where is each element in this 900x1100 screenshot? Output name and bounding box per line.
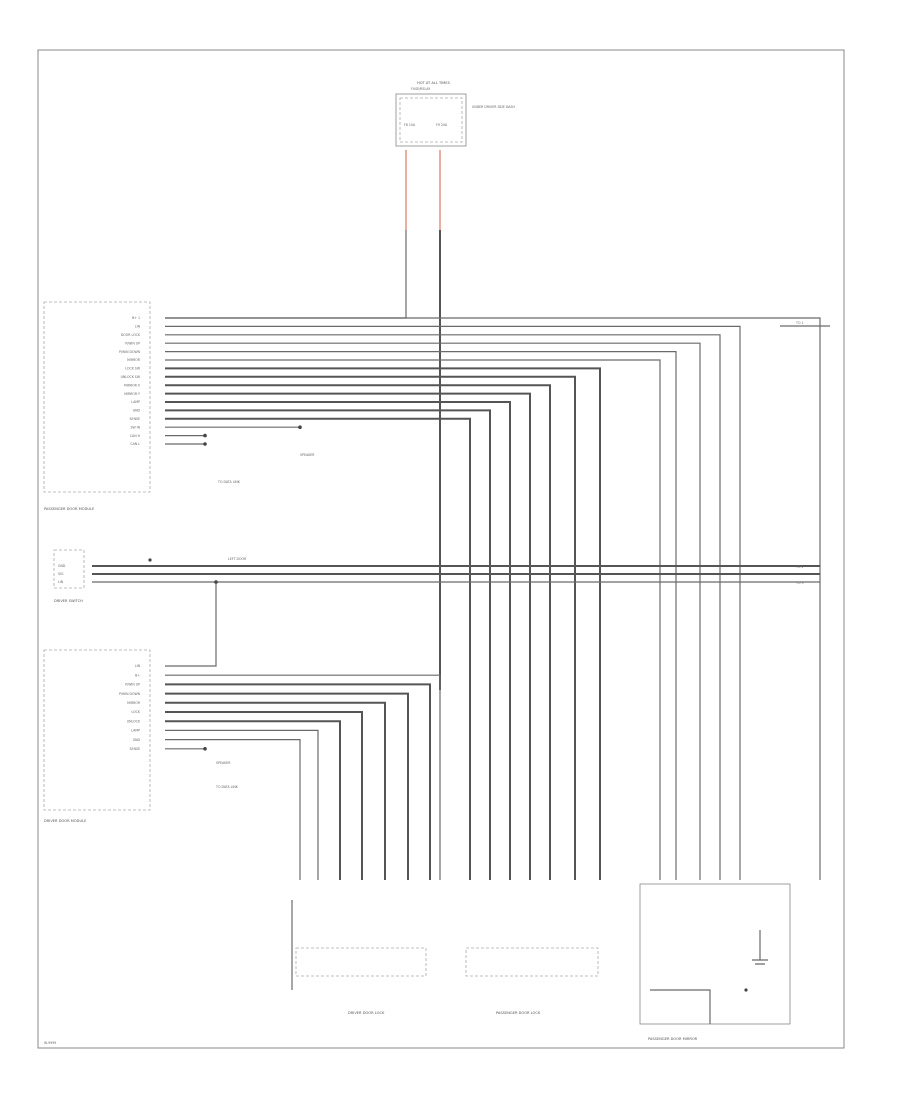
fuse-label: F9 20A <box>436 123 448 127</box>
pin-label: P/WIN DOWN <box>119 350 141 354</box>
harness-wire <box>165 409 491 880</box>
splice-dot <box>203 747 207 751</box>
pin-label: LAMP <box>131 400 140 404</box>
harness-wire <box>165 692 409 880</box>
harness-wire <box>165 392 531 880</box>
fuse-box-outline <box>395 93 467 147</box>
pin-label: SIG <box>58 572 64 576</box>
pin-label: GND <box>133 738 141 742</box>
pin-label: MIRROR <box>127 358 141 362</box>
harness-wire <box>165 711 363 880</box>
pin-label: SENSE <box>130 417 140 421</box>
fuse-box-note: UNDER DRIVER SIDE DASH <box>472 105 515 109</box>
passenger-module-note: SPEAKER <box>300 453 315 457</box>
driver-switch: GND SIG LIN DRIVER SWITCH LEFT DOOR <box>53 549 247 603</box>
harness-wire <box>165 720 341 880</box>
passenger-module-title: PASSENGER DOOR MODULE <box>44 507 95 511</box>
driver-door-lock: DRIVER DOOR LOCK <box>291 900 427 1015</box>
harness-wire <box>165 359 661 880</box>
harness-wire <box>165 384 551 880</box>
harness-wire <box>165 367 601 880</box>
driver-door-module: LIN B+ P/WIN UP P/WIN DOWN MIRROR LOCK UNLOCK L… <box>43 649 239 823</box>
pin-label: LIN <box>58 580 64 584</box>
driver-lock-label: DRIVER DOOR LOCK <box>348 1011 385 1015</box>
edge-label: TO 3 <box>795 581 804 585</box>
harness-wire <box>165 401 511 880</box>
pin-label: LAMP <box>131 729 140 733</box>
fuse-box: HOT AT ALL TIMES FUSE/RELAY F8 10A F9 20… <box>395 81 515 147</box>
page-id: W-9999 <box>44 1041 56 1045</box>
pin-label: P/WIN UP <box>125 341 140 345</box>
pin-label: P/WIN DOWN <box>119 692 141 696</box>
pin-label: P/WIN UP <box>125 683 140 687</box>
harness-wire <box>165 729 319 880</box>
splice-dot <box>298 425 302 430</box>
harness-wire <box>165 325 741 880</box>
pin-label: MIRROR Y <box>124 392 140 396</box>
pin-label: LIN <box>135 325 141 329</box>
fuse-label: F8 10A <box>404 123 416 127</box>
splice-dot <box>203 433 207 438</box>
switch-title: DRIVER SWITCH <box>54 599 83 603</box>
harness-wire <box>165 317 821 880</box>
pin-label: SW IN <box>130 425 140 429</box>
passenger-lock-label: PASSENGER DOOR LOCK <box>496 1011 541 1015</box>
harness-wire <box>165 375 576 880</box>
pin-label: LOCK SW <box>125 367 141 371</box>
pin-label: UNLOCK <box>127 719 141 723</box>
pin-label: LIN <box>135 664 141 668</box>
pin-label: LOCK <box>132 710 141 714</box>
pin-label: SENSE <box>130 747 140 751</box>
pin-label: GND <box>133 409 141 413</box>
passenger-door-mirror: PASSENGER DOOR MIRROR <box>639 883 791 1041</box>
edge-label: TO 2 <box>795 565 804 569</box>
driver-module-title: DRIVER DOOR MODULE <box>44 819 87 823</box>
passenger-door-module: B+ 1 LIN DOOR LOCK P/WIN UP P/WIN DOWN MIRROR… <box>43 301 315 511</box>
fuse-box-title: HOT AT ALL TIMES <box>417 81 451 85</box>
driver-module-note: SPEAKER <box>216 761 231 765</box>
diagram-frame <box>37 49 845 1049</box>
passenger-door-lock: PASSENGER DOOR LOCK <box>465 947 599 1015</box>
driver-module-note: TO DATA LINK <box>215 785 239 789</box>
pin-label: CAN H <box>130 434 141 438</box>
harness-wire <box>165 417 471 880</box>
harness-wire <box>165 683 431 880</box>
pin-label: MIRROR X <box>124 383 141 387</box>
pin-label: B+ <box>135 673 140 677</box>
harness-wire <box>165 351 677 880</box>
mirror-label: PASSENGER DOOR MIRROR <box>648 1037 698 1041</box>
pin-label: B+ 1 <box>132 316 140 320</box>
pin-label: MIRROR <box>127 701 141 705</box>
harness-wire <box>165 334 721 880</box>
edge-label: TO 1 <box>795 321 804 325</box>
harness-wire <box>165 739 301 880</box>
splice-dot <box>203 442 207 446</box>
harness-wire <box>165 342 701 880</box>
fuse-box-sub: FUSE/RELAY <box>411 87 430 91</box>
pin-label: CAN L <box>130 442 140 446</box>
pin-label: DOOR LOCK <box>121 333 141 337</box>
switch-note: LEFT DOOR <box>228 557 247 561</box>
pin-label: UNLOCK SW <box>121 375 141 379</box>
harness-wire <box>165 674 441 880</box>
harness-wire <box>165 701 386 880</box>
pin-label: GND <box>58 564 66 568</box>
passenger-module-note: TO DATA LINK <box>217 480 241 484</box>
